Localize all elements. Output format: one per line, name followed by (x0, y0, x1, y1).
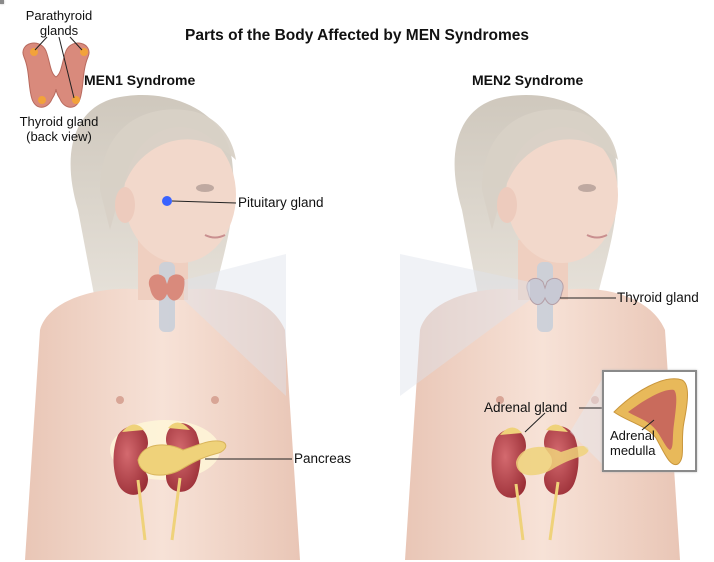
thyroid-label: Thyroid gland (617, 290, 714, 305)
men2-title: MEN2 Syndrome (472, 72, 583, 88)
men2-eye (578, 184, 596, 192)
men1-eye (196, 184, 214, 192)
thyroid-back-label-line1: Thyroid gland (2, 114, 116, 129)
adrenal-medulla-line1: Adrenal (610, 428, 656, 443)
pancreas-label: Pancreas (294, 451, 351, 466)
adrenal-medulla-line2: medulla (610, 443, 656, 458)
thyroid-back-label-line2: (back view) (2, 129, 116, 144)
adrenal-inset: Adrenal medulla (602, 370, 697, 472)
parathyroid-inset: Parathyroid glands Thyroid gland (back v… (0, 0, 4, 4)
men2-ear (497, 187, 517, 223)
thyroid-back-label: Thyroid gland (back view) (2, 114, 116, 144)
adrenal-medulla-label: Adrenal medulla (604, 428, 656, 458)
men1-ear (115, 187, 135, 223)
adrenal-label: Adrenal gland (484, 400, 567, 415)
pituitary-label: Pituitary gland (238, 195, 324, 210)
men1-pituitary-marker (162, 196, 172, 206)
